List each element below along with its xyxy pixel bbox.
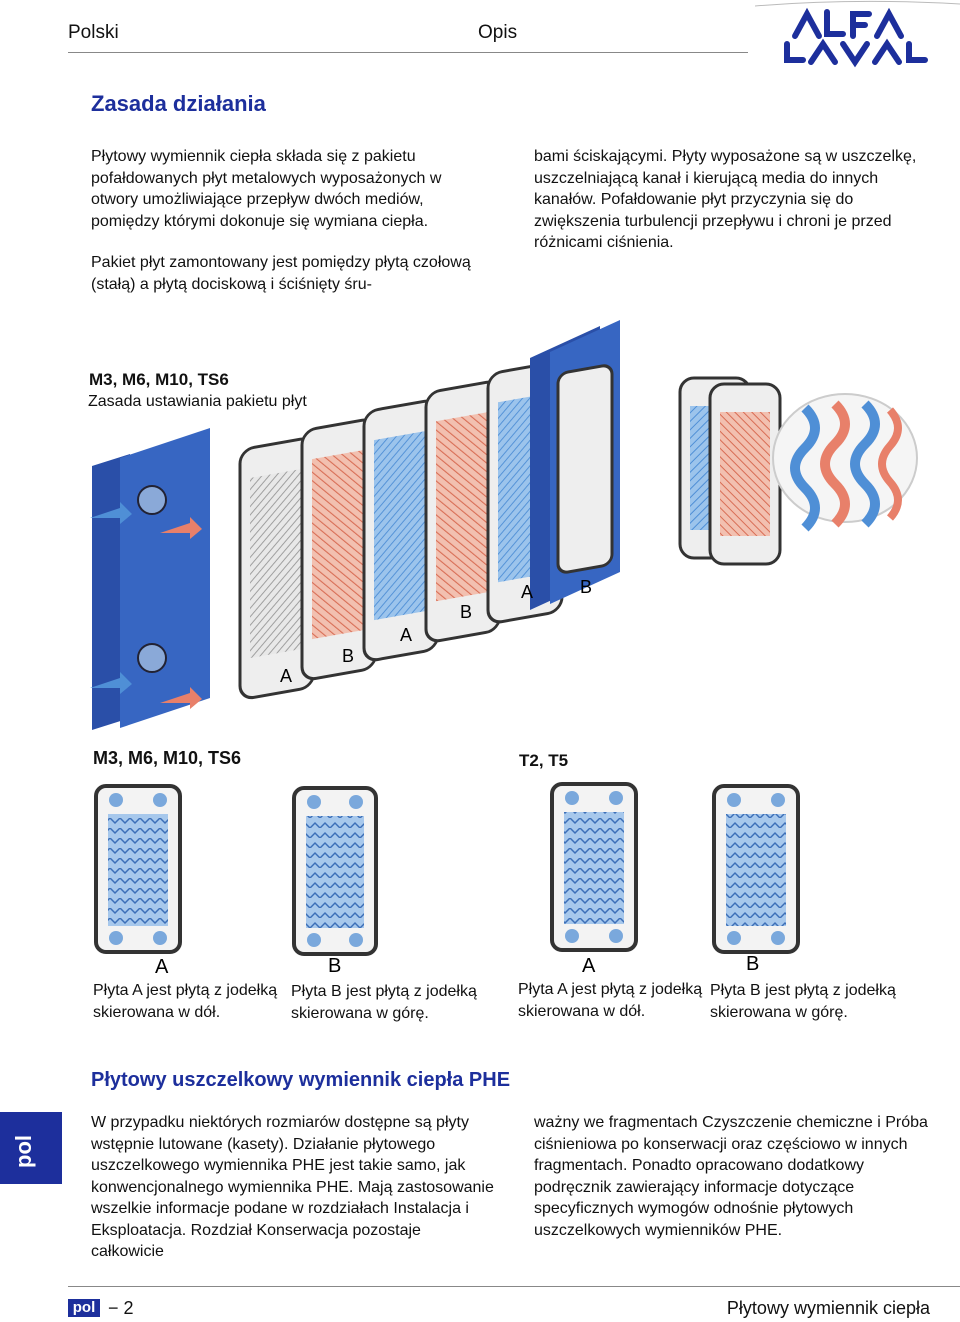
plate-letter: B <box>746 953 759 975</box>
flow-arrow-in-icon <box>160 517 202 539</box>
plate-letter: A <box>521 582 533 602</box>
port-hole <box>137 643 167 673</box>
header-language: Polski <box>68 22 119 43</box>
footer-language-badge: pol <box>68 1299 100 1317</box>
intro-paragraph-1: Płytowy wymiennik ciepła składa się z pa… <box>91 148 442 230</box>
plate-a <box>362 399 440 662</box>
footer-divider <box>68 1286 960 1287</box>
figure-subtitle: Zasada ustawiania pakietu płyt <box>88 393 307 410</box>
plate-letter: B <box>328 955 341 977</box>
plate-type-label-right: T2, T5 <box>519 751 569 770</box>
frame-plate <box>120 428 210 728</box>
flow-arrow-out-icon <box>90 502 132 524</box>
language-tab: pol <box>0 1112 62 1184</box>
plate-b-m3 <box>292 786 378 956</box>
plate-letter: B <box>460 602 472 622</box>
plate-letter: A <box>280 666 292 686</box>
plate-letter: A <box>400 625 412 645</box>
phe-paragraph-left: W przypadku niektórych rozmiarów dostępn… <box>91 1114 494 1260</box>
plate-letter: A <box>582 955 596 977</box>
section-title: Płytowy uszczelkowy wymiennik ciepła PHE <box>91 1069 511 1091</box>
plate-pair-detail <box>678 376 782 566</box>
port-hole <box>137 485 167 515</box>
plate-pack-illustration: A B A B A B <box>90 320 918 730</box>
language-tab-label: pol <box>11 1135 36 1168</box>
flow-arrow-in-icon <box>90 672 132 694</box>
plate-a <box>238 437 316 700</box>
plate-types-illustration: A B A B <box>94 782 800 978</box>
plate-letter: A <box>155 956 169 978</box>
flow-arrow-out-icon <box>160 687 202 709</box>
page-number: − 2 <box>108 1298 134 1318</box>
plate-letter: B <box>342 646 354 666</box>
figure-title: M3, M6, M10, TS6 <box>89 370 229 389</box>
plate-caption: Płyta B jest płytą z jodełką skierowana … <box>710 982 896 1021</box>
plate-letter: B <box>580 577 592 597</box>
corrugation-detail <box>772 393 918 532</box>
plate-a-m3 <box>94 784 182 954</box>
plate-caption: Płyta A jest płytą z jodełką skierowana … <box>93 982 278 1021</box>
header-divider <box>68 52 748 53</box>
page-title: Zasada działania <box>91 91 266 116</box>
intro-paragraph-3: bami ściskającymi. Płyty wyposażone są w… <box>534 148 917 251</box>
plate-b <box>424 380 502 643</box>
header-section: Opis <box>478 22 518 43</box>
pressure-plate-gasket <box>556 364 614 574</box>
plate-type-label-left: M3, M6, M10, TS6 <box>93 748 242 768</box>
plate-caption: Płyta B jest płytą z jodełką skierowana … <box>291 983 477 1022</box>
footer-title: Płytowy wymiennik ciepła <box>726 1298 930 1318</box>
alfa-laval-logo <box>755 0 960 68</box>
plate-a-t2 <box>550 782 638 952</box>
plate-b-t2 <box>712 784 800 954</box>
phe-paragraph-right: ważny we fragmentach Czyszczenie chemicz… <box>534 1114 928 1239</box>
plate-caption: Płyta A jest płytą z jodełką skierowana … <box>518 981 703 1020</box>
intro-paragraph-2: Pakiet płyt zamontowany jest pomiędzy pł… <box>91 254 471 293</box>
